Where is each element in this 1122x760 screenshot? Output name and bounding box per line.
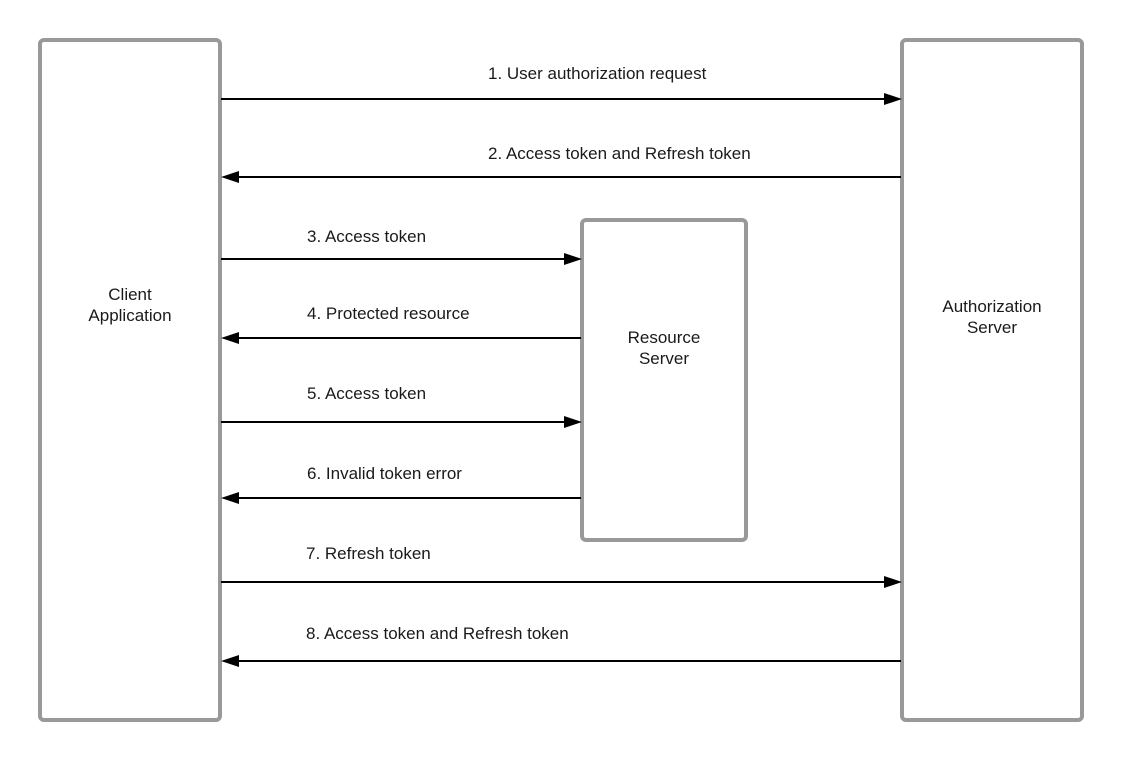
message-1: 1. User authorization request — [221, 64, 902, 105]
authorization-server-label-line-2: Server — [967, 318, 1017, 337]
message-1-arrowhead — [884, 93, 902, 105]
message-1-label: 1. User authorization request — [488, 64, 707, 83]
message-3: 3. Access token — [221, 227, 582, 265]
client-application-rect — [38, 38, 222, 722]
message-7-label: 7. Refresh token — [306, 544, 431, 563]
message-5-label: 5. Access token — [307, 384, 426, 403]
authorization-server-rect — [900, 38, 1084, 722]
resource-server-rect — [580, 218, 748, 542]
message-4: 4. Protected resource — [221, 304, 581, 344]
message-6-label: 6. Invalid token error — [307, 464, 462, 483]
authorization-server-box: Authorization Server — [900, 38, 1084, 722]
message-2: 2. Access token and Refresh token — [221, 144, 901, 183]
message-3-arrowhead — [564, 253, 582, 265]
message-2-label: 2. Access token and Refresh token — [488, 144, 751, 163]
client-application-label-line-2: Application — [88, 306, 171, 325]
message-7-arrowhead — [884, 576, 902, 588]
message-6-arrowhead — [221, 492, 239, 504]
message-4-arrowhead — [221, 332, 239, 344]
message-5: 5. Access token — [221, 384, 582, 428]
message-4-label: 4. Protected resource — [307, 304, 470, 323]
resource-server-label-line-1: Resource — [628, 328, 701, 347]
resource-server-box: Resource Server — [580, 218, 748, 542]
client-application-box: Client Application — [38, 38, 222, 722]
message-8: 8. Access token and Refresh token — [221, 624, 901, 667]
message-8-label: 8. Access token and Refresh token — [306, 624, 569, 643]
authorization-server-label-line-1: Authorization — [942, 297, 1041, 316]
message-3-label: 3. Access token — [307, 227, 426, 246]
message-8-arrowhead — [221, 655, 239, 667]
resource-server-label-line-2: Server — [639, 349, 689, 368]
message-6: 6. Invalid token error — [221, 464, 581, 504]
client-application-label-line-1: Client — [108, 285, 152, 304]
message-7: 7. Refresh token — [221, 544, 902, 588]
message-2-arrowhead — [221, 171, 239, 183]
message-5-arrowhead — [564, 416, 582, 428]
